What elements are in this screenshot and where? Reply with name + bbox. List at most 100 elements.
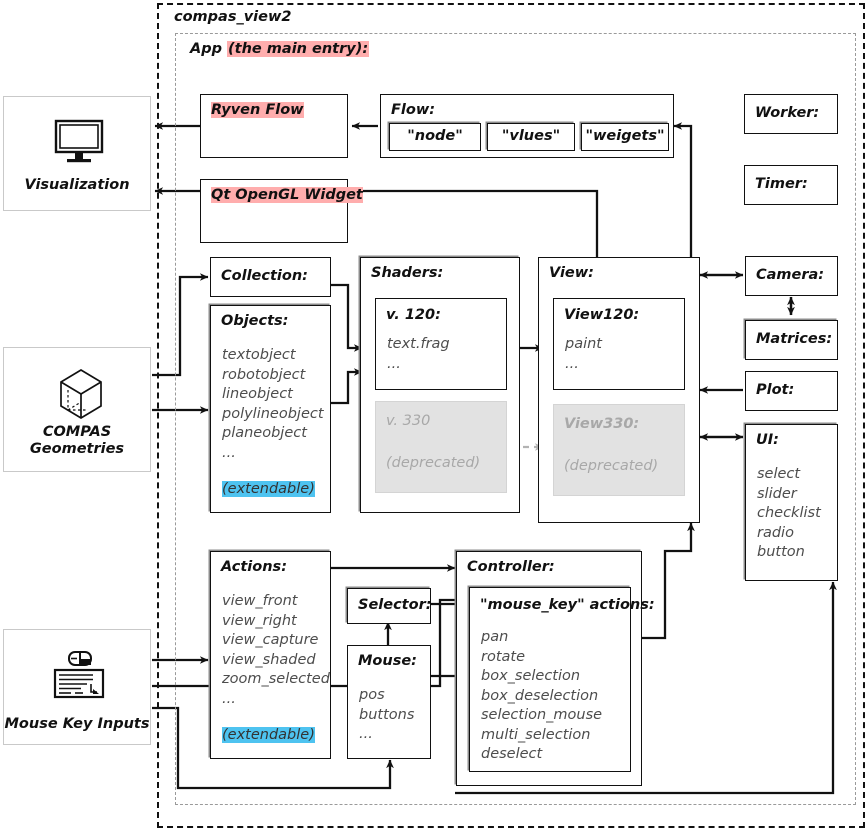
box-mouse-key-actions[interactable]: "mouse_key" actions: pan rotate box_sele… <box>469 587 655 772</box>
flow-chip-weigets-label: "weigets" <box>585 128 665 144</box>
box-camera[interactable]: Camera: <box>745 256 838 296</box>
actions-item-view-right: view_right <box>222 612 297 629</box>
container-app <box>175 33 856 805</box>
box-selector-title: Selector: <box>358 597 432 613</box>
box-timer[interactable]: Timer: <box>744 165 838 205</box>
box-selector[interactable]: Selector: <box>347 588 432 624</box>
io-mouse-key-inputs: Mouse Key Inputs <box>3 629 151 745</box>
view120-item-ellipsis: ... <box>565 355 579 372</box>
flow-chip-vlues-label: "vlues" <box>501 128 561 144</box>
io-compas-geometries-label-line2: Geometries <box>29 441 125 457</box>
box-camera-title: Camera: <box>756 267 825 283</box>
flow-chip-weigets[interactable]: "weigets" <box>581 123 669 151</box>
box-actions-extendable: (extendable) <box>222 727 315 743</box>
mouse-keyboard-icon <box>47 650 111 710</box>
box-plot[interactable]: Plot: <box>745 371 838 411</box>
box-worker[interactable]: Worker: <box>744 94 838 134</box>
actions-item-view-shaded: view_shaded <box>222 651 316 668</box>
box-actions-items: view_front view_right view_capture view_… <box>222 592 330 709</box>
box-view330: View330: (deprecated) <box>553 404 685 496</box>
box-objects-items: textobject robotobject lineobject polyli… <box>222 346 324 463</box>
box-ui-title: UI: <box>756 432 779 448</box>
objects-item-polylineobject: polylineobject <box>222 405 324 422</box>
flow-chip-vlues[interactable]: "vlues" <box>487 123 575 151</box>
mouse-key-item-pan: pan <box>481 629 509 645</box>
box-mouse-key-actions-items: pan rotate box_selection box_deselection… <box>481 628 602 765</box>
objects-item-ellipsis: ... <box>222 444 236 461</box>
box-view120-title: View120: <box>564 307 640 323</box>
box-ui-items: select slider checklist radio button <box>757 465 821 563</box>
shader-v120-item-ellipsis: ... <box>387 355 401 372</box>
box-shader-v330-title: v. 330 <box>386 413 431 429</box>
flow-chip-node[interactable]: "node" <box>389 123 481 151</box>
box-ryven-flow[interactable]: Ryven Flow <box>200 94 348 158</box>
box-objects-title: Objects: <box>221 313 289 329</box>
mouse-key-item-box-deselection: box_deselection <box>481 687 599 704</box>
box-qt-opengl-widget[interactable]: Qt OpenGL Widget <box>200 179 363 243</box>
actions-item-zoom-selected: zoom_selected <box>222 671 330 687</box>
io-visualization: Visualization <box>3 96 151 211</box>
objects-item-planeobject: planeobject <box>222 425 307 441</box>
box-flow[interactable]: Flow: "node" "vlues" "weigets" <box>380 94 674 158</box>
box-view330-title: View330: <box>564 416 640 432</box>
box-view-title: View: <box>549 265 594 281</box>
io-visualization-label: Visualization <box>24 177 130 193</box>
flow-chip-node-label: "node" <box>407 128 463 144</box>
box-view[interactable]: View: View120: paint ... View330: (depre… <box>538 257 700 523</box>
box-objects-extendable-label: (extendable) <box>222 481 315 497</box>
box-controller-title: Controller: <box>467 559 555 575</box>
objects-item-lineobject: lineobject <box>222 386 293 402</box>
box-view330-status: (deprecated) <box>564 458 659 474</box>
mouse-key-item-selection-mouse: selection_mouse <box>481 707 603 723</box>
box-mouse-key-actions-title: "mouse_key" actions: <box>480 597 655 613</box>
mouse-key-item-deselect: deselect <box>481 746 543 762</box>
box-view120[interactable]: View120: paint ... <box>553 298 685 390</box>
mouse-item-ellipsis: ... <box>359 726 373 742</box>
ui-item-button: button <box>757 544 805 560</box>
mouse-item-pos: pos <box>359 687 385 703</box>
box-shaders-title: Shaders: <box>371 265 444 281</box>
box-objects-extendable: (extendable) <box>222 481 315 497</box>
shader-v120-item-textfrag: text.frag <box>387 336 450 352</box>
ui-item-select: select <box>757 466 801 482</box>
box-ryven-flow-title: Ryven Flow <box>211 102 304 118</box>
mouse-key-item-rotate: rotate <box>481 648 526 665</box>
box-view120-items: paint ... <box>565 335 602 374</box>
mouse-item-buttons: buttons <box>359 706 415 723</box>
box-collection-title: Collection: <box>221 268 308 284</box>
mouse-key-item-box-selection: box_selection <box>481 668 581 684</box>
box-shader-v330: v. 330 (deprecated) <box>375 401 507 493</box>
container-compas-view2-label: compas_view2 <box>174 9 292 25</box>
box-shaders[interactable]: Shaders: v. 120: text.frag ... v. 330 (d… <box>360 257 520 513</box>
box-actions-extendable-label: (extendable) <box>222 727 315 743</box>
box-actions[interactable]: Actions: view_front view_right view_capt… <box>210 551 331 759</box>
objects-item-robotobject: robotobject <box>222 366 306 383</box>
cube-icon <box>51 364 109 426</box>
box-controller[interactable]: Controller: "mouse_key" actions: pan rot… <box>456 551 655 786</box>
container-app-label-highlight: (the main entry): <box>227 41 370 57</box>
container-app-label: App (the main entry): <box>190 41 370 57</box>
objects-item-textobject: textobject <box>222 347 296 363</box>
box-mouse[interactable]: Mouse: pos buttons ... <box>347 645 431 759</box>
ui-item-slider: slider <box>757 485 797 502</box>
box-mouse-title: Mouse: <box>358 653 417 669</box>
box-timer-title: Timer: <box>755 176 808 192</box>
box-matrices-title: Matrices: <box>756 331 833 347</box>
mouse-key-item-multi-selection: multi_selection <box>481 726 591 743</box>
box-collection[interactable]: Collection: <box>210 257 331 297</box>
actions-item-view-capture: view_capture <box>222 632 319 648</box>
box-worker-title: Worker: <box>755 105 820 121</box>
box-shader-v120[interactable]: v. 120: text.frag ... <box>375 298 507 390</box>
io-mouse-key-inputs-label: Mouse Key Inputs <box>4 716 150 732</box>
box-mouse-items: pos buttons ... <box>359 686 414 745</box>
box-objects[interactable]: Objects: textobject robotobject lineobje… <box>210 305 331 513</box>
container-compas-view2 <box>157 3 865 828</box>
box-matrices[interactable]: Matrices: <box>745 320 838 360</box>
io-compas-geometries: COMPAS Geometries <box>3 347 151 472</box>
box-ui[interactable]: UI: select slider checklist radio button <box>745 424 838 581</box>
actions-item-ellipsis: ... <box>222 690 236 707</box>
box-qt-opengl-widget-title: Qt OpenGL Widget <box>211 187 363 203</box>
ui-item-checklist: checklist <box>757 505 821 521</box>
box-plot-title: Plot: <box>756 382 795 398</box>
